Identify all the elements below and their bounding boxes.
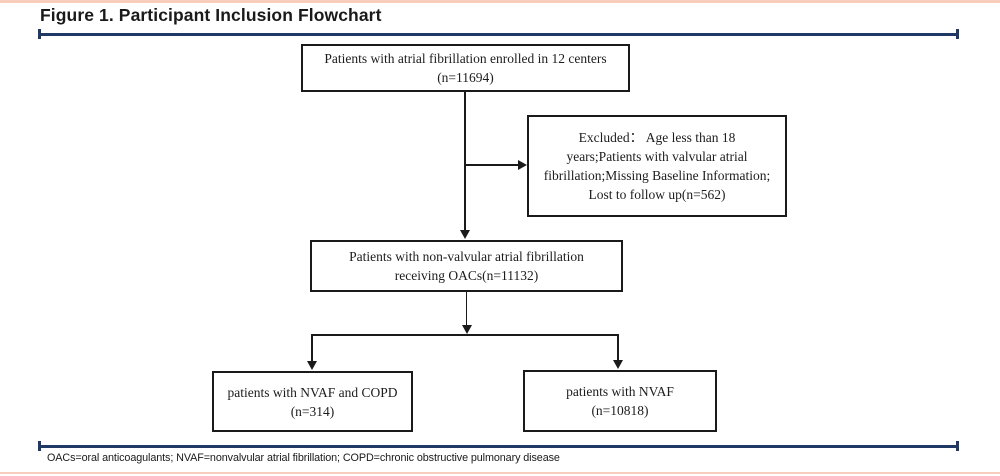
node-text-line: fibrillation;Missing Baseline Informatio… — [543, 168, 771, 183]
connector-enrolled-to-nvaf — [464, 92, 466, 232]
bottom-rule-left-cap — [38, 441, 41, 451]
node-excluded: Excluded： Age less than 18 years;Patient… — [527, 115, 787, 217]
node-text-line: Patients with non-valvular atrial fibril… — [349, 249, 584, 264]
top-rule-right-cap — [956, 29, 959, 39]
node-nvaf-and-copd: patients with NVAF and COPD (n=314) — [212, 371, 413, 432]
node-text-line: receiving OACs(n=11132) — [394, 268, 539, 283]
arrowhead-down-icon — [613, 360, 624, 369]
node-text-line: (n=314) — [290, 403, 335, 419]
top-rule — [38, 33, 959, 36]
figure-footnote: OACs=oral anticoagulants; NVAF=nonvalvul… — [47, 452, 560, 464]
node-enrolled-patients: Patients with atrial fibrillation enroll… — [301, 44, 630, 92]
arrowhead-down-icon — [307, 361, 317, 370]
arrowhead-down-icon — [460, 230, 470, 239]
top-rule-left-cap — [38, 29, 41, 39]
connector-split-horizontal — [311, 334, 619, 336]
bottom-rule — [38, 445, 959, 448]
connector-split-to-nvaf-only — [617, 334, 619, 361]
node-text-line: patients with NVAF — [566, 384, 674, 399]
node-text-line: Lost to follow up(n=562) — [588, 187, 726, 202]
bottom-accent-band — [0, 472, 1000, 474]
connector-branch-to-excluded — [464, 164, 519, 166]
arrowhead-down-icon — [461, 325, 472, 334]
node-text-line: Patients with atrial fibrillation enroll… — [324, 51, 607, 66]
figure-title: Figure 1. Participant Inclusion Flowchar… — [40, 5, 382, 25]
node-text-line: years;Patients with valvular atrial — [566, 149, 748, 164]
node-text-line: (n=11694) — [437, 70, 494, 85]
node-text-line: Excluded： Age less than 18 — [578, 130, 736, 145]
arrowhead-right-icon — [518, 160, 527, 170]
bottom-rule-right-cap — [956, 441, 959, 451]
top-accent-band — [0, 0, 1000, 3]
connector-split-to-copd — [311, 334, 313, 362]
node-nvaf-receiving-oacs: Patients with non-valvular atrial fibril… — [310, 240, 623, 292]
node-text-line: patients with NVAF and COPD — [227, 384, 398, 400]
connector-nvaf-to-split — [465, 292, 468, 326]
node-nvaf-only: patients with NVAF (n=10818) — [523, 370, 717, 432]
node-text-line: (n=10818) — [591, 403, 649, 418]
